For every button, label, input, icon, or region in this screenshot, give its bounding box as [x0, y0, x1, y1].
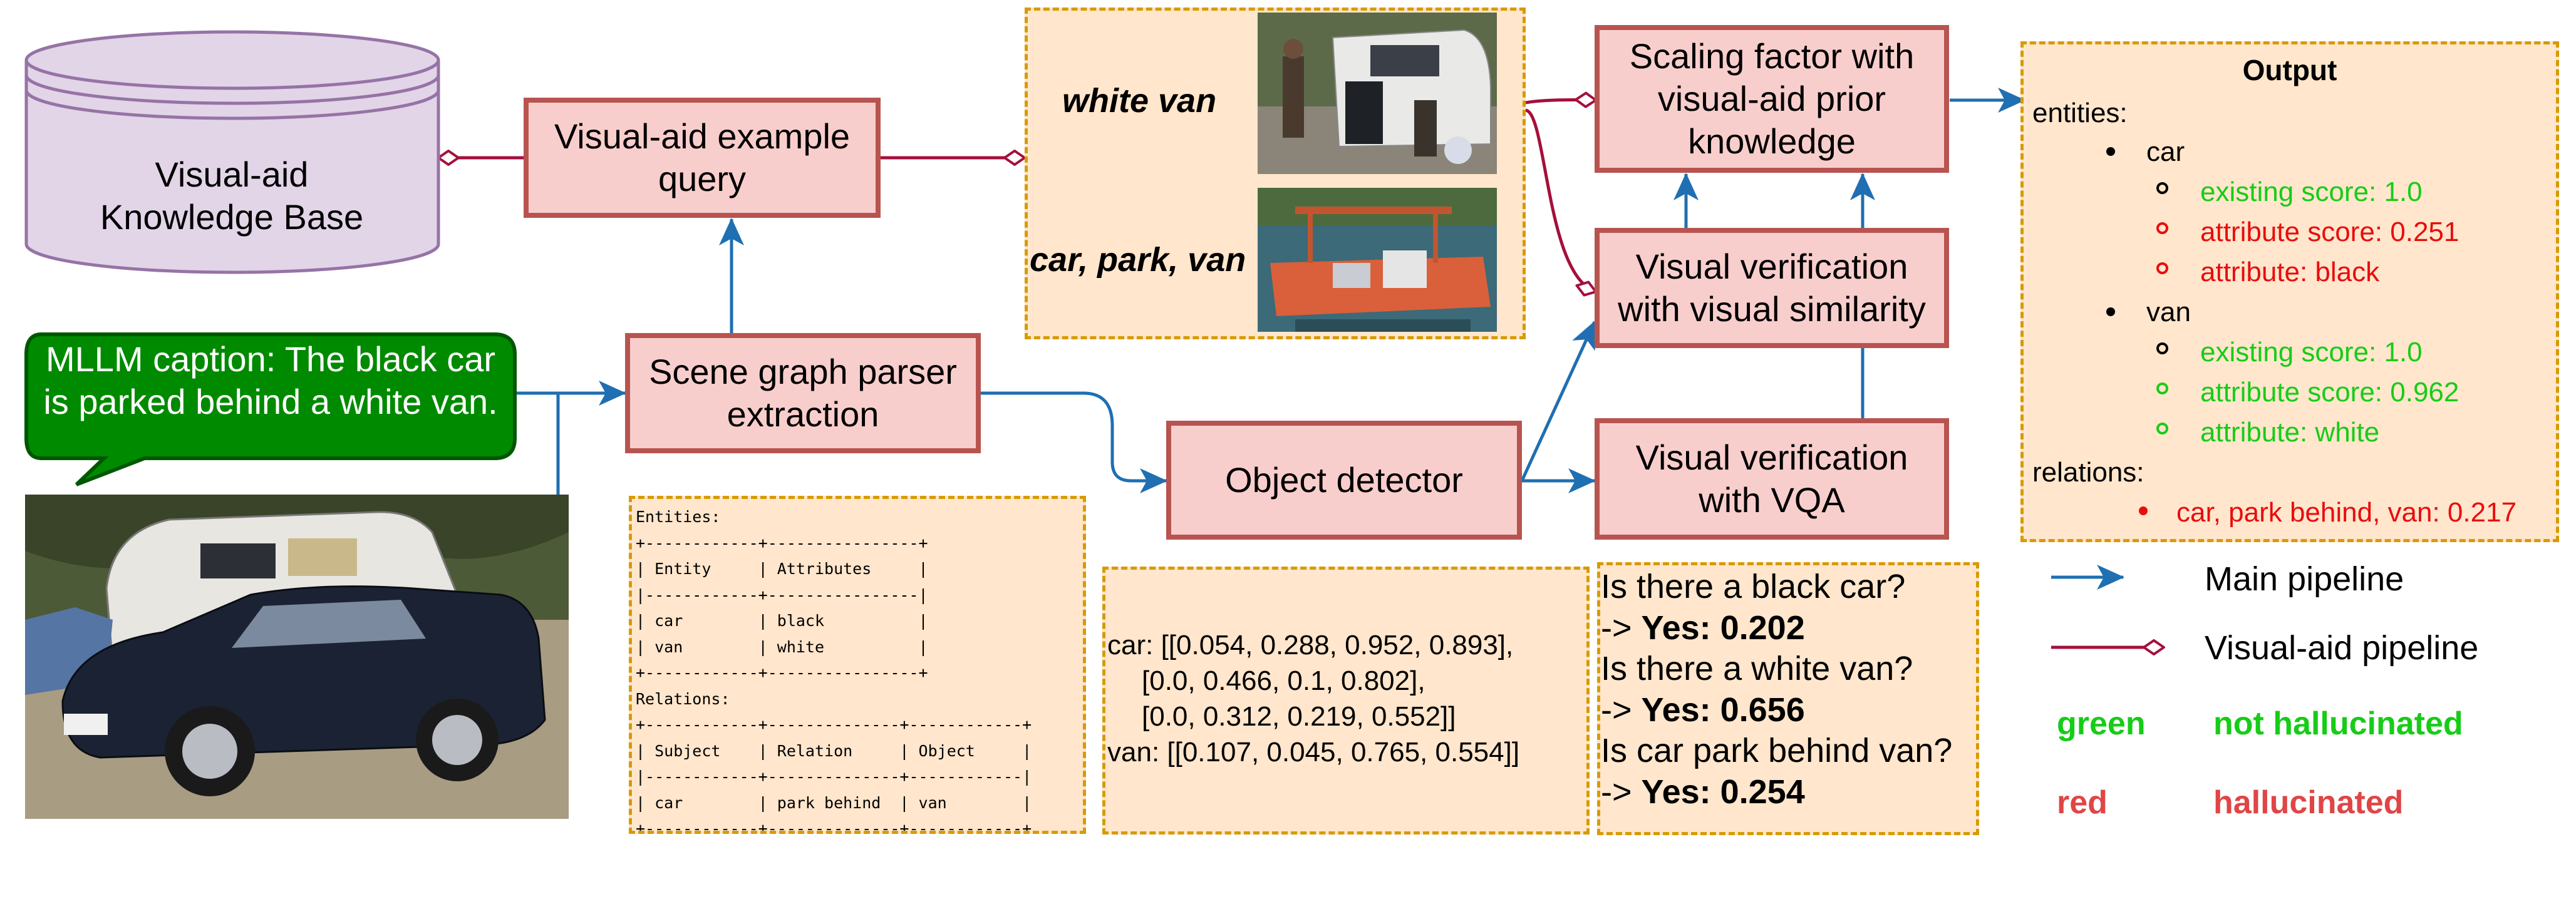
output-entities-label: entities: — [2032, 98, 2128, 128]
link-examples-to-scaling — [1525, 100, 1596, 103]
kb-label-line2: Knowledge Base — [100, 197, 364, 237]
vqa-answer-row: -> Yes: 0.656 — [1601, 690, 1983, 731]
vqa-arrow-prefix: -> — [1601, 609, 1642, 647]
scene-graph-line2: extraction — [727, 394, 879, 434]
detection-results-panel — [1102, 567, 1590, 835]
vqa-line2: with VQA — [1699, 480, 1845, 520]
vqa-answer-row: -> Yes: 0.254 — [1601, 772, 1983, 813]
detection-line: car: [[0.054, 0.288, 0.952, 0.893], — [1107, 630, 1514, 660]
input-photo — [25, 495, 569, 819]
detector-label: Object detector — [1225, 460, 1463, 500]
bullet-ring — [2156, 423, 2168, 434]
output-car-existing: existing score: 1.0 — [2200, 177, 2423, 207]
example-label-white-van: white van — [1062, 82, 1217, 120]
scaling-line1: Scaling factor with — [1629, 36, 1915, 76]
arrow-scene-graph-to-detector — [981, 391, 1167, 493]
detection-results: car: [[0.054, 0.288, 0.952, 0.893], [0.0… — [1107, 627, 1590, 770]
scene-graph-table: Entities: +------------+----------------… — [629, 496, 1086, 834]
vqa-question: Is there a white van? — [1601, 650, 1913, 687]
vqa-line1: Visual verification — [1635, 437, 1908, 477]
bullet-ring — [2156, 262, 2168, 274]
output-van-attr-score: attribute score: 0.962 — [2200, 377, 2460, 408]
vqa-question: Is there a black car? — [1601, 568, 1906, 605]
vqa-verification-box: Visual verification with VQA — [1595, 418, 1949, 540]
query-line2: query — [658, 159, 747, 198]
output-car: car — [2146, 136, 2185, 167]
output-van-existing: existing score: 1.0 — [2200, 337, 2423, 367]
bullet-ring — [2156, 383, 2168, 394]
output-relation: car, park behind, van: 0.217 — [2176, 497, 2517, 528]
legend-green-meaning: not hallucinated — [2213, 706, 2463, 742]
visual-similarity-box: Visual verification with visual similari… — [1595, 228, 1949, 348]
vqa-answer: Yes: 0.254 — [1641, 773, 1805, 811]
output-car-attr: attribute: black — [2200, 257, 2380, 287]
similarity-line2: with visual similarity — [1618, 289, 1926, 329]
vqa-results: Is there a black car? -> Yes: 0.202 Is t… — [1601, 567, 1983, 813]
bullet-ring — [2156, 342, 2168, 354]
bullet-dot — [2139, 506, 2148, 515]
knowledge-base-cylinder — [24, 30, 440, 274]
scene-graph-parser-box: Scene graph parser extraction — [625, 333, 981, 453]
arrow-detector-to-similarity — [1520, 321, 1596, 482]
caption-bubble — [24, 332, 517, 486]
scaling-line3: knowledge — [1688, 121, 1856, 162]
output-title: Output — [2242, 54, 2337, 86]
legend-visual-aid-label: Visual-aid pipeline — [2205, 629, 2479, 667]
vqa-question: Is car park behind van? — [1601, 732, 1953, 769]
kb-label-line1: Visual-aid — [155, 155, 309, 194]
example-photo-white-van — [1258, 13, 1497, 174]
output-van-attr: attribute: white — [2200, 417, 2380, 448]
legend-red-word: red — [2057, 784, 2108, 821]
bullet-dot — [2106, 307, 2115, 316]
similarity-line1: Visual verification — [1635, 246, 1908, 286]
vqa-answer: Yes: 0.202 — [1641, 609, 1805, 647]
detection-line: van: [[0.107, 0.045, 0.765, 0.554]] — [1107, 737, 1520, 768]
vqa-arrow-prefix: -> — [1601, 773, 1642, 811]
link-examples-to-similarity — [1524, 108, 1596, 292]
caption-line2: is parked behind a white van. — [43, 382, 498, 422]
legend-main-label: Main pipeline — [2205, 560, 2404, 598]
scaling-factor-box: Scaling factor with visual-aid prior kno… — [1595, 25, 1949, 173]
example-photo-car-park-van — [1258, 188, 1497, 332]
vqa-answer-row: -> Yes: 0.202 — [1601, 608, 1983, 649]
detection-line: [0.0, 0.466, 0.1, 0.802], — [1142, 665, 1425, 696]
visual-aid-query-box: Visual-aid example query — [524, 98, 881, 218]
output-van: van — [2146, 297, 2191, 327]
example-label-car-park-van: car, park, van — [1030, 241, 1246, 279]
vqa-answer: Yes: 0.656 — [1641, 691, 1805, 729]
bullet-ring — [2156, 222, 2168, 234]
legend-green-word: green — [2057, 706, 2146, 742]
output-panel: Output entities: car existing score: 1.0… — [2020, 41, 2559, 542]
scene-graph-line1: Scene graph parser — [649, 351, 957, 391]
object-detector-box: Object detector — [1166, 421, 1522, 540]
vqa-results-panel — [1597, 562, 1979, 835]
bullet-dot — [2106, 147, 2115, 156]
vqa-arrow-prefix: -> — [1601, 691, 1642, 729]
query-line1: Visual-aid example — [554, 116, 851, 156]
caption-text: MLLM caption: The black car is parked be… — [26, 338, 515, 424]
scaling-line2: visual-aid prior — [1657, 78, 1886, 118]
knowledge-base-label: Visual-aid Knowledge Base — [38, 153, 426, 239]
bullet-ring — [2156, 182, 2168, 194]
output-relations-label: relations: — [2032, 457, 2144, 488]
detection-line: [0.0, 0.312, 0.219, 0.552]] — [1142, 701, 1456, 732]
output-car-attr-score: attribute score: 0.251 — [2200, 217, 2460, 247]
legend-red-meaning: hallucinated — [2213, 784, 2404, 821]
caption-line1: MLLM caption: The black car — [46, 339, 495, 379]
